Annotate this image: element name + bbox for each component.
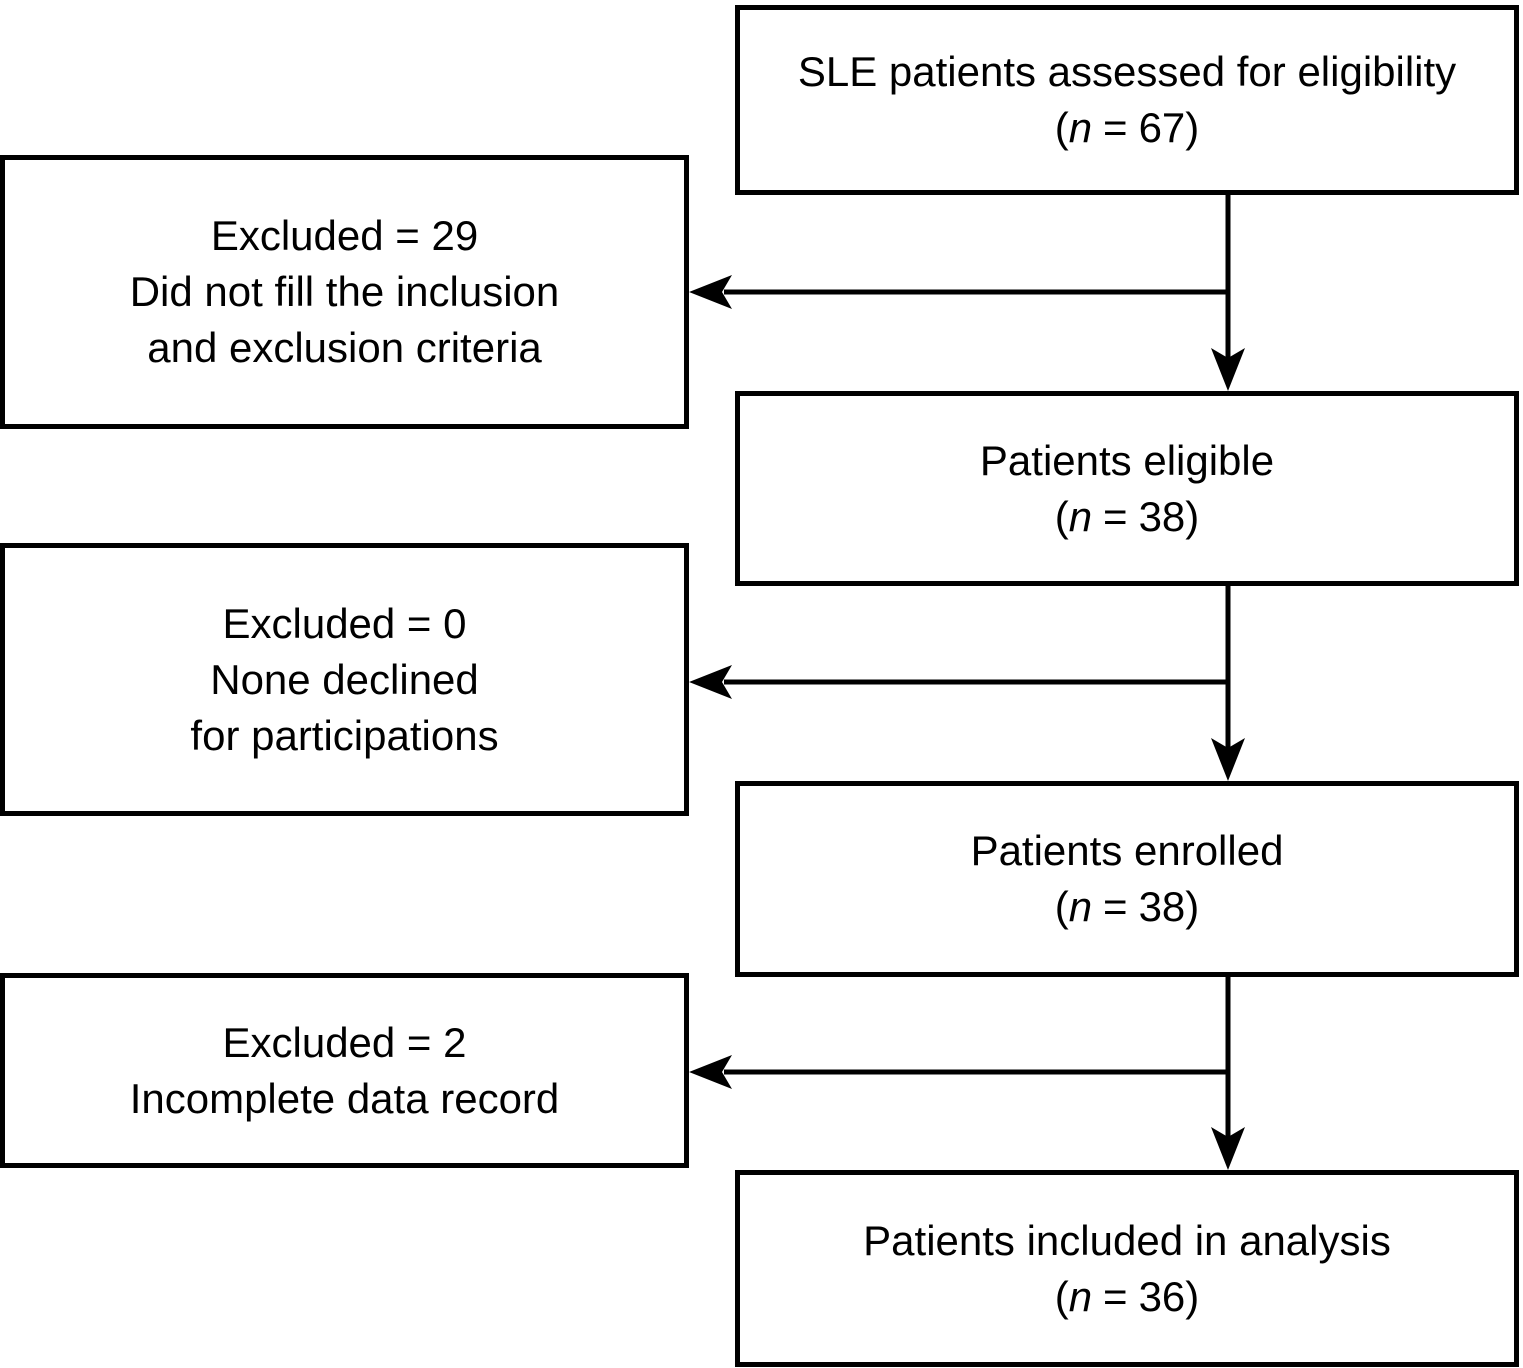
flow-box-assessed: SLE patients assessed for eligibility (n… [735,5,1519,195]
n-symbol: n [1068,104,1093,151]
paren-close: ) [1185,104,1200,151]
exclusion-reason-line: None declined [210,655,479,703]
equals-sign: = [1103,1272,1128,1320]
exclusion-count-line: Excluded = 29 [210,212,479,259]
n-symbol: n [1068,492,1093,540]
exclusion-reason-line: Did not fill the inclusion [129,268,560,315]
paren-open: ( [1054,883,1069,930]
arrowhead-down-analysis-icon [1211,1127,1245,1170]
equals-sign: = [1103,883,1128,930]
paren-open: ( [1054,492,1069,540]
n-value: 38 [1138,883,1186,930]
flow-box-excluded-2: Excluded = 0 None declined for participa… [0,543,689,816]
paren-close: ) [1185,492,1200,540]
n-count-line: (n=36) [1055,1269,1200,1325]
equals-sign: = [1103,492,1128,540]
box-title: Patients enrolled [970,827,1284,874]
n-value: 38 [1138,492,1186,540]
arrowhead-down-eligible-icon [1211,348,1245,391]
n-count-line: (n=38) [1055,489,1200,545]
n-count-line: (n=38) [1055,879,1200,935]
n-count-line: (n=67) [1055,100,1200,156]
flow-box-enrolled: Patients enrolled (n=38) [735,781,1519,977]
paren-open: ( [1054,104,1069,151]
arrowhead-left-excluded-3-icon [689,1055,732,1089]
n-symbol: n [1068,883,1093,930]
n-value: 67 [1138,104,1186,151]
arrowhead-left-excluded-2-icon [689,665,732,699]
equals-sign: = [1103,104,1128,151]
flow-box-excluded-3: Excluded = 2 Incomplete data record [0,973,689,1168]
exclusion-reason-line: Incomplete data record [129,1074,560,1122]
arrowhead-left-excluded-1-icon [689,275,732,309]
n-symbol: n [1068,1272,1093,1320]
paren-close: ) [1185,1272,1200,1320]
exclusion-reason-line: for participations [190,711,499,759]
exclusion-count-line: Excluded = 2 [222,1018,467,1066]
exclusion-count-line: Excluded = 0 [222,599,467,647]
box-title: SLE patients assessed for eligibility [797,48,1457,95]
paren-close: ) [1185,883,1200,930]
flow-box-excluded-1: Excluded = 29 Did not fill the inclusion… [0,155,689,429]
flow-box-eligible: Patients eligible (n=38) [735,391,1519,586]
paren-open: ( [1054,1272,1069,1320]
box-title: Patients eligible [979,436,1275,484]
n-value: 36 [1138,1272,1186,1320]
flow-box-analysis: Patients included in analysis (n=36) [735,1170,1519,1367]
box-title: Patients included in analysis [863,1216,1391,1264]
exclusion-reason-line: and exclusion criteria [147,324,542,371]
arrowhead-down-enrolled-icon [1211,738,1245,781]
